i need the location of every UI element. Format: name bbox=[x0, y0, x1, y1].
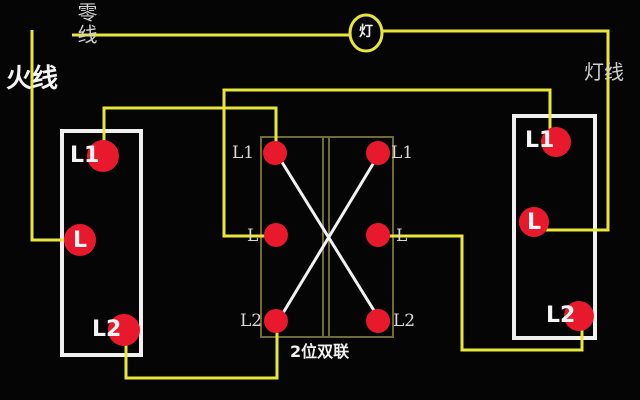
cross-wires bbox=[278, 158, 380, 319]
right-terminal-L[interactable] bbox=[519, 207, 549, 237]
mid-right-terminal-L[interactable] bbox=[366, 223, 390, 247]
right-terminal-L2[interactable] bbox=[564, 301, 594, 331]
wire-mid-right-L-to-right-L2 bbox=[378, 234, 584, 352]
wire-mid-L-to-right-L1 bbox=[222, 88, 552, 238]
lamp-label: 灯 bbox=[359, 24, 373, 40]
left-switch-frame bbox=[60, 129, 143, 357]
lamp-line-label: 灯线 bbox=[584, 60, 624, 84]
live-line-label: 火线 bbox=[6, 64, 59, 94]
left-L-label: L bbox=[73, 228, 88, 253]
left-L2-label: L2 bbox=[92, 317, 122, 342]
mid-left-terminal-L2[interactable] bbox=[264, 309, 288, 333]
right-L2-label: L2 bbox=[546, 303, 576, 328]
left-terminal-L1[interactable] bbox=[87, 140, 119, 172]
mid-left-L2-label: L2 bbox=[240, 311, 263, 331]
mid-right-L-label: L bbox=[396, 226, 408, 246]
mid-left-terminal-L1[interactable] bbox=[263, 141, 287, 165]
live-wire bbox=[30, 30, 78, 242]
mid-left-terminal-L[interactable] bbox=[264, 223, 288, 247]
mid-left-L1-label: L1 bbox=[232, 143, 255, 163]
mid-left-L-label: L bbox=[247, 226, 259, 246]
right-L-label: L bbox=[527, 210, 542, 235]
right-L1-label: L1 bbox=[525, 128, 555, 153]
lamp-wire bbox=[380, 29, 610, 232]
mid-right-terminal-L2[interactable] bbox=[366, 309, 390, 333]
neutral-line-label: 零线 bbox=[74, 2, 98, 46]
wires bbox=[30, 29, 610, 380]
wire-left-L2-to-mid-L2 bbox=[124, 321, 279, 380]
mid-right-L1-label: L1 bbox=[391, 143, 414, 163]
mid-right-L2-label: L2 bbox=[393, 311, 416, 331]
right-switch-frame bbox=[512, 114, 597, 340]
left-L1-label: L1 bbox=[70, 143, 100, 168]
left-terminal-L[interactable] bbox=[64, 224, 96, 256]
wire-left-L1-to-mid-L1 bbox=[102, 106, 278, 152]
left-terminal-L2[interactable] bbox=[108, 314, 140, 346]
lamp-circle bbox=[348, 13, 384, 53]
right-terminal-L1[interactable] bbox=[541, 127, 571, 157]
double-switch-caption: 2位双联 bbox=[290, 342, 350, 361]
mid-right-terminal-L1[interactable] bbox=[366, 141, 390, 165]
